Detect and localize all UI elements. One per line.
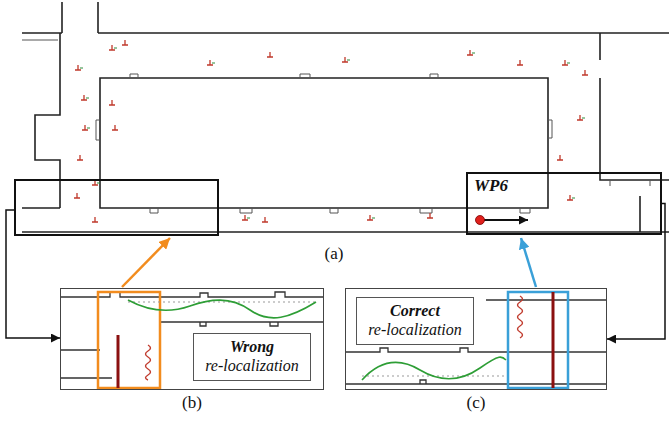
scan-wall (117, 335, 120, 388)
scan-wall (552, 292, 555, 388)
zoom-arrow (521, 238, 536, 287)
scan-points (518, 296, 523, 338)
zoom-region-box: WP6 (466, 172, 662, 235)
inset-panel: (c)Correctre-localization (345, 288, 607, 390)
landmark-markers (74, 40, 588, 222)
correct-match-region (508, 292, 568, 388)
trajectory (128, 300, 316, 318)
wrong-match-region (98, 292, 160, 388)
annotation-text: Wrong (204, 337, 300, 356)
annotation-text: Correct (367, 301, 463, 320)
inset-panel: (b)Wrongre-localization (60, 288, 324, 390)
annotation-box: Correctre-localization (356, 297, 474, 345)
panel-label: (c) (346, 393, 606, 413)
scan-points (146, 345, 151, 380)
zoom-connector (607, 204, 665, 340)
heading-arrow (480, 219, 528, 221)
panel-label: (b) (61, 393, 323, 413)
zoom-region-box (15, 180, 218, 235)
annotation-text: re-localization (367, 320, 463, 339)
zoom-arrow (122, 238, 170, 287)
annotation-text: re-localization (204, 356, 300, 375)
robot-position (476, 216, 485, 225)
panel-label: (a) (325, 244, 344, 264)
zoom-leader (6, 210, 60, 338)
landmark-markers-green (80, 48, 585, 218)
reference-path (128, 302, 318, 303)
map-wall-detail (22, 40, 650, 213)
annotation-box: Wrongre-localization (193, 333, 311, 381)
map-wall (22, 2, 669, 232)
waypoint-label: WP6 (474, 176, 508, 196)
trajectory (362, 357, 506, 380)
